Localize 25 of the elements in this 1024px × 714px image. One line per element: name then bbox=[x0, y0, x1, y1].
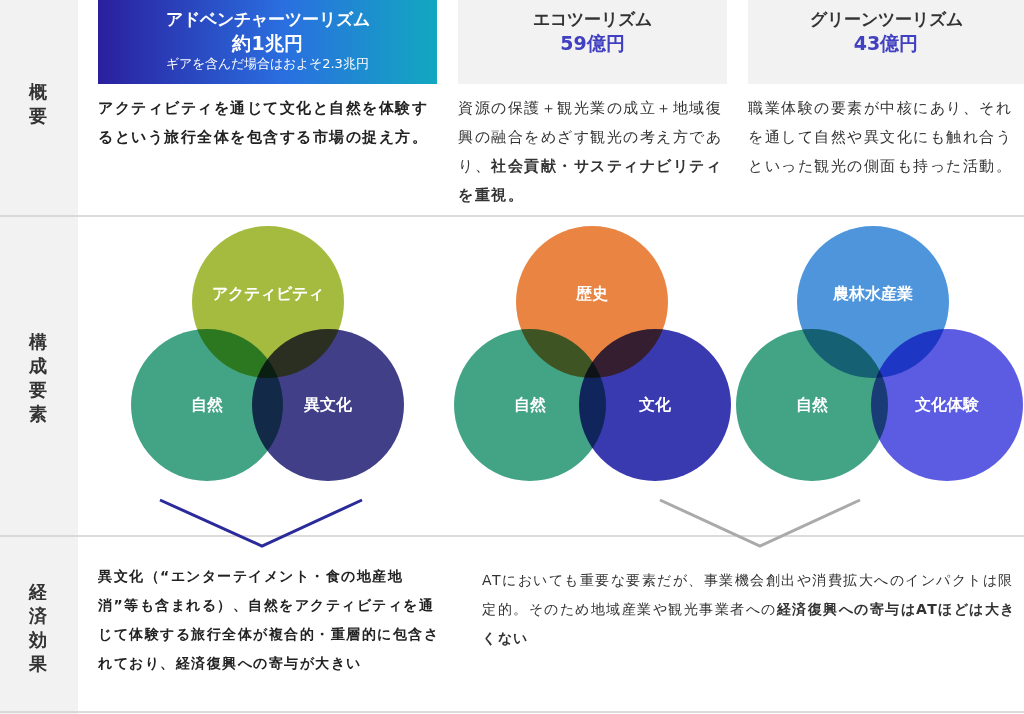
tourism-title: エコツーリズム bbox=[532, 8, 653, 30]
description-text: アクティビティを通じて文化と自然を体験するという旅行全体を包含する市場の捉え方。 bbox=[98, 98, 429, 148]
market-size: 約1兆円 bbox=[230, 31, 304, 56]
row-header: 経済効果 bbox=[28, 580, 48, 676]
circle-label: 農林水産業 bbox=[832, 284, 914, 304]
circle-label: 自然 bbox=[513, 395, 547, 415]
circle-label: 文化体験 bbox=[914, 395, 980, 415]
circle-label: アクティビティ bbox=[211, 284, 325, 304]
circle-label: 自然 bbox=[190, 395, 224, 415]
circle-label: 異文化 bbox=[303, 395, 353, 415]
tourism-title: アドベンチャーツーリズム bbox=[164, 8, 371, 30]
effect-text: ATにおいても重要な要素だが、事業機会創出や消費拡大へのインパクトは限定的。そのため地域産業や観光事業者への経済復興への寄与はATほどは大きくない bbox=[482, 571, 1017, 648]
description-text: 資源の保護＋観光業の成立＋地域復興の融合をめざす観光の考え方であり、社会貢献・サスティナビリティを重視。 bbox=[458, 98, 723, 206]
tourism-title: グリーンツーリズム bbox=[808, 8, 964, 30]
header-box bbox=[98, 0, 437, 84]
market-note: ギアを含んだ場合はおよそ2.3兆円 bbox=[165, 56, 370, 72]
market-size: 43億円 bbox=[852, 31, 920, 56]
circle-label: 自然 bbox=[795, 395, 829, 415]
description-text: 職業体験の要素が中核にあり、それを通して自然や異文化にも触れ合うといった観光の側面も持った活動。 bbox=[748, 98, 1013, 177]
circle-label: 文化 bbox=[638, 395, 672, 415]
row-header: 構成要素 bbox=[28, 330, 48, 426]
row-header: 概要 bbox=[28, 80, 48, 128]
circle-label: 歴史 bbox=[575, 284, 609, 304]
market-size: 59億円 bbox=[559, 31, 626, 56]
effect-text: 異文化（“エンターテイメント・食の地産地消”等も含まれる）、自然をアクティビティを通じて体験する旅行全体が複合的・重層的に包含されており、経済復興への寄与が大きい bbox=[98, 567, 440, 673]
